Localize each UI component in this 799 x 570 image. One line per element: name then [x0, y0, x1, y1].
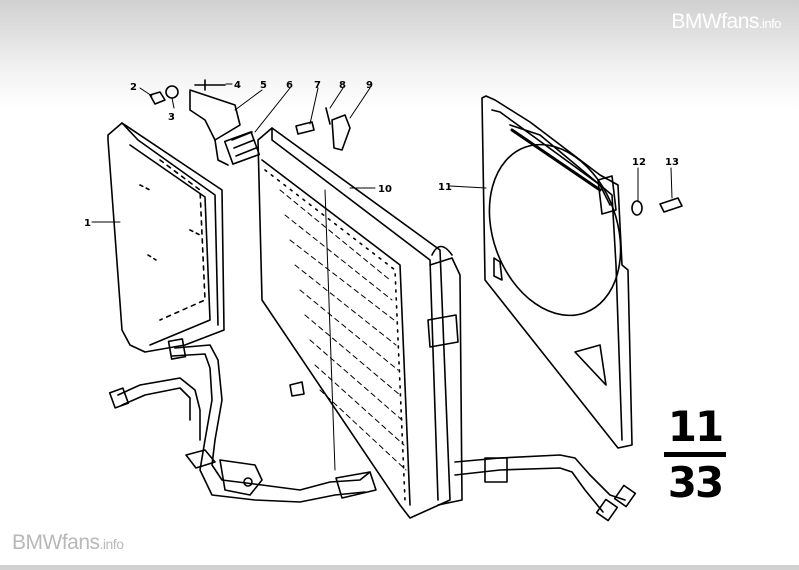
- part-10-radiator: [257, 127, 463, 519]
- part-6-connector: [223, 131, 261, 165]
- oil-line-left: [108, 338, 377, 503]
- callout-5: 5: [260, 80, 267, 91]
- watermark-bottom-brand: BMWfans: [12, 531, 100, 554]
- part-12-13-screws: [631, 197, 683, 216]
- watermark-bottom-suffix: .info: [99, 536, 124, 552]
- sub-group-number: 33: [667, 458, 724, 507]
- group-divider: [664, 452, 726, 457]
- callout-11: 11: [438, 182, 452, 193]
- part-1-housing: [107, 122, 225, 353]
- part-7-9-fasteners: [295, 107, 351, 151]
- callout-10: 10: [378, 184, 392, 195]
- watermark-top: BMWfans.info: [671, 10, 781, 34]
- group-reference: 11 33: [664, 405, 726, 505]
- oil-line-right: [454, 454, 637, 522]
- callout-6: 6: [286, 80, 293, 91]
- callout-2: 2: [130, 82, 137, 93]
- callout-7: 7: [314, 80, 321, 91]
- callout-4: 4: [234, 80, 241, 91]
- main-group-number: 11: [667, 402, 724, 451]
- callout-3: 3: [168, 112, 175, 123]
- callout-12: 12: [632, 157, 646, 168]
- part-2-to-5-brackets: [149, 79, 241, 166]
- callout-8: 8: [339, 80, 346, 91]
- callout-1: 1: [84, 218, 91, 229]
- watermark-top-brand: BMWfans: [671, 10, 759, 33]
- callout-13: 13: [665, 157, 679, 168]
- watermark-bottom: BMWfans.info: [12, 531, 124, 555]
- callout-9: 9: [366, 80, 373, 91]
- watermark-top-suffix: .info: [758, 16, 782, 31]
- part-11-fan-shroud: [481, 95, 633, 449]
- callout-leaders: [91, 83, 673, 223]
- callout-labels: 1 2 3 4 5 6 7 8 9 10 11 12 13: [84, 80, 679, 229]
